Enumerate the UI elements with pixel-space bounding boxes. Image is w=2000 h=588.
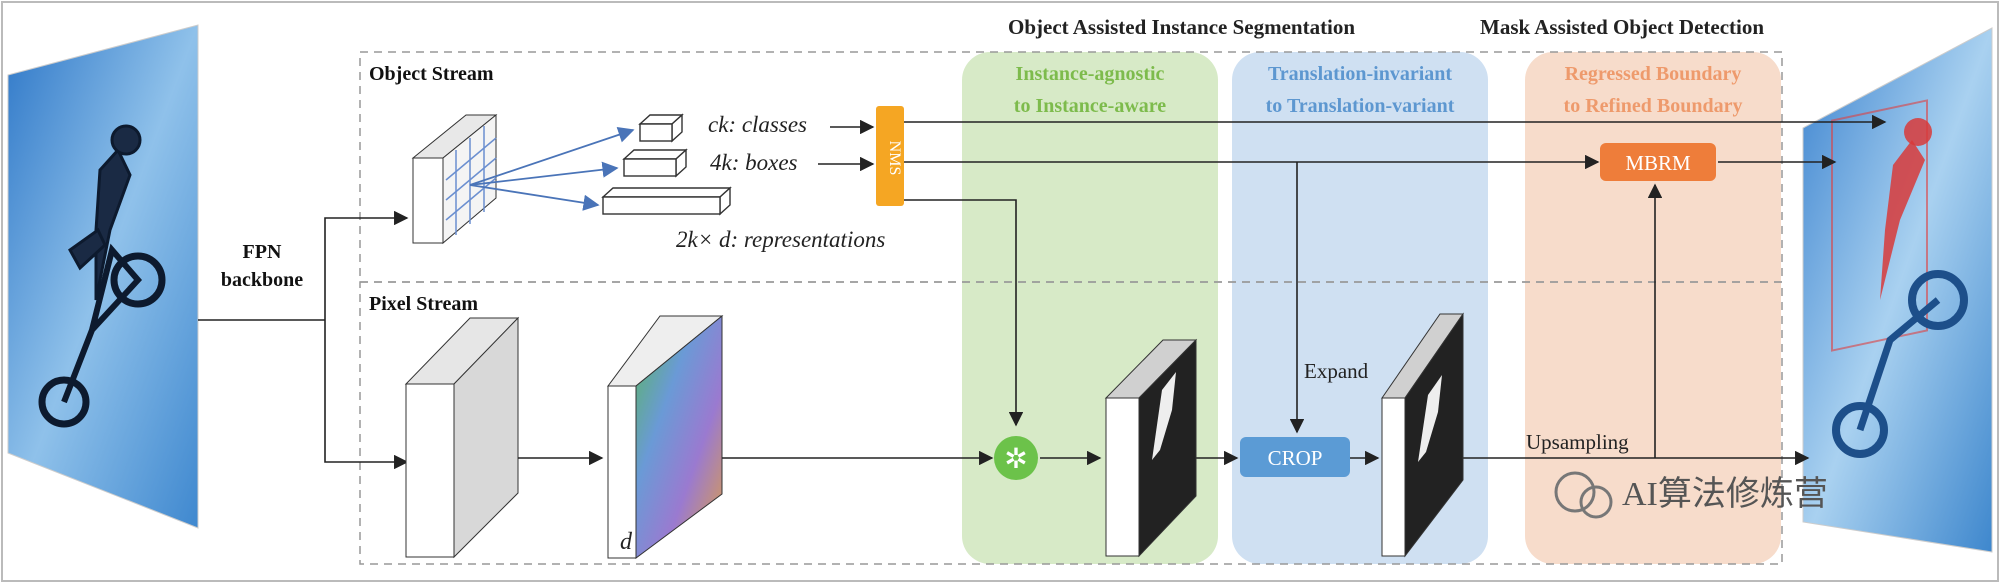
boxes-label: 4k: boxes (710, 150, 798, 175)
mbrm-block (1600, 143, 1716, 181)
object-stream-title: Object Stream (369, 63, 494, 85)
input-image (7, 24, 199, 529)
green-panel-label-2: to Instance-aware (1014, 95, 1167, 117)
blue-panel-label-2: to Translation-variant (1266, 95, 1455, 117)
orange-panel-label-1: Regressed Boundary (1565, 63, 1742, 85)
head-arrows (469, 126, 635, 211)
backbone-connectors (198, 210, 409, 470)
header-mask-assisted: Mask Assisted Object Detection (1480, 15, 1764, 39)
asterisk-icon: ✲ (1004, 444, 1027, 475)
upsampling-label: Upsampling (1526, 430, 1629, 454)
nms-block (876, 106, 904, 206)
crop-label: CROP (1268, 446, 1323, 470)
watermark-text: AI算法修炼营 (1622, 475, 1828, 513)
header-object-assisted: Object Assisted Instance Segmentation (1008, 15, 1355, 39)
fpn-label-1: FPN (243, 241, 282, 263)
orange-panel-label-2: to Refined Boundary (1564, 95, 1743, 117)
object-feature-cube (411, 113, 498, 245)
watermark: AI算法修炼营 (1554, 471, 1828, 519)
classes-label: ck: classes (708, 112, 807, 137)
pixel-stream-box (359, 281, 1783, 565)
motocross-rider-icon (38, 124, 166, 428)
dynamic-conv-op (994, 436, 1038, 480)
output-image (1802, 27, 1993, 553)
d-label: d (620, 529, 633, 555)
expand-label: Expand (1304, 359, 1369, 383)
nms-inputs (818, 119, 875, 172)
green-panel-label-1: Instance-agnostic (1016, 63, 1165, 85)
main-flow-arrows (904, 114, 1887, 458)
pixel-feature-cube (404, 316, 520, 559)
instance-mask (1104, 338, 1198, 558)
chat-bubble-icon (1554, 471, 1596, 513)
segmented-rider-icon (1832, 118, 1968, 458)
pixel-stream-title: Pixel Stream (369, 293, 478, 315)
cropped-mask (1381, 312, 1464, 558)
output-bars (601, 113, 732, 216)
crop-block (1240, 437, 1350, 477)
fpn-label-2: backbone (221, 269, 303, 291)
orange-panel (1525, 52, 1781, 564)
blue-panel-label-1: Translation-invariant (1268, 63, 1452, 85)
nms-label: NMS (886, 141, 903, 176)
representations-label: 2k× d: representations (676, 227, 885, 252)
pixel-embedding-map (607, 314, 724, 559)
mbrm-label: MBRM (1625, 151, 1691, 175)
